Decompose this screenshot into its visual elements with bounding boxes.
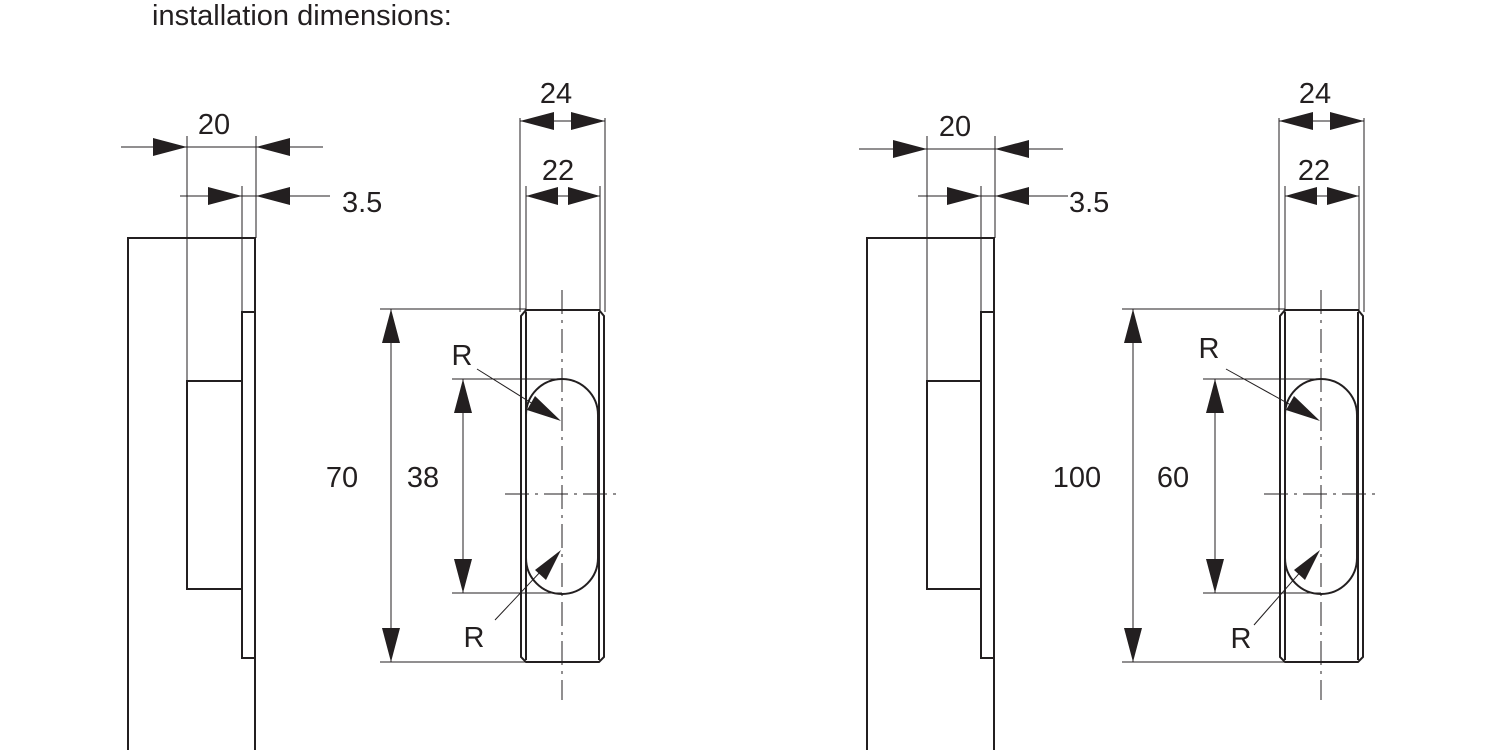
radius-callout-top: R bbox=[1199, 333, 1320, 421]
dimension-total-height-label: 100 bbox=[1053, 462, 1101, 494]
radius-callout-bottom: R bbox=[464, 550, 561, 654]
radius-callout-bottom: R bbox=[1231, 550, 1320, 655]
variant-1: 20 3.5 24 bbox=[121, 78, 620, 750]
radius-top-label: R bbox=[452, 340, 473, 372]
dimension-outer-width: 24 bbox=[520, 78, 605, 130]
variant-2: 20 3.5 24 bbox=[859, 78, 1380, 750]
dimension-total-height: 70 bbox=[326, 308, 526, 663]
front-view bbox=[505, 118, 620, 700]
dimension-inner-width: 22 bbox=[1285, 155, 1359, 205]
dimension-total-height: 100 bbox=[1053, 308, 1285, 663]
side-view bbox=[127, 136, 257, 750]
dimension-slot-height: 38 bbox=[407, 378, 562, 594]
side-view bbox=[866, 136, 996, 750]
dimension-outer-width-label: 24 bbox=[540, 78, 572, 110]
dimension-lip: 3.5 bbox=[180, 187, 382, 219]
radius-callout-top: R bbox=[452, 340, 561, 421]
dimension-slot-height: 60 bbox=[1157, 378, 1321, 594]
dimension-slot-height-label: 38 bbox=[407, 462, 439, 494]
front-view bbox=[1264, 118, 1380, 700]
dimension-lip-label: 3.5 bbox=[342, 187, 382, 219]
dimension-depth-label: 20 bbox=[939, 111, 971, 143]
dimension-depth: 20 bbox=[859, 111, 1063, 158]
radius-top-label: R bbox=[1199, 333, 1220, 365]
radius-bottom-label: R bbox=[464, 622, 485, 654]
dimension-inner-width: 22 bbox=[526, 155, 600, 205]
radius-bottom-label: R bbox=[1231, 623, 1252, 655]
dimension-total-height-label: 70 bbox=[326, 462, 358, 494]
dimension-slot-height-label: 60 bbox=[1157, 462, 1189, 494]
dimension-lip-label: 3.5 bbox=[1069, 187, 1109, 219]
dimension-inner-width-label: 22 bbox=[1298, 155, 1330, 187]
dimension-depth: 20 bbox=[121, 109, 323, 156]
dimension-inner-width-label: 22 bbox=[542, 155, 574, 187]
dimension-lip: 3.5 bbox=[918, 187, 1109, 219]
dimension-outer-width: 24 bbox=[1279, 78, 1364, 130]
dimension-outer-width-label: 24 bbox=[1299, 78, 1331, 110]
dimension-depth-label: 20 bbox=[198, 109, 230, 141]
page-title: installation dimensions: bbox=[152, 0, 452, 32]
